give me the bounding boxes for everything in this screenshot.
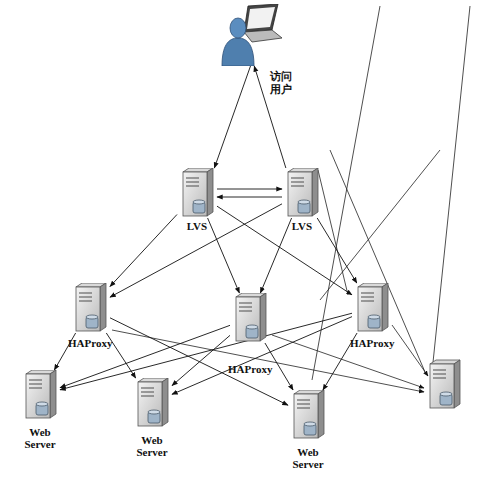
server-label: Web Server: [286, 446, 330, 470]
extra-lines: [112, 6, 470, 392]
server-label: LVS: [280, 220, 324, 232]
connector-arrow: [217, 206, 352, 295]
server-icon: [430, 360, 460, 408]
server-icon: [282, 168, 322, 218]
user-label: 访问 用户: [270, 70, 296, 96]
server-icon: [132, 378, 172, 428]
wire-line: [272, 335, 424, 388]
server-node: LVS: [167, 168, 227, 232]
wire-line: [318, 170, 348, 295]
user-icon: [218, 4, 288, 66]
connector-arrow: [214, 66, 250, 168]
server-node: Web Server: [278, 390, 338, 470]
server-node: LVS: [272, 168, 332, 232]
server-label: HAProxy: [228, 363, 272, 375]
wire-line: [392, 325, 428, 376]
server-node: HAProxy: [342, 283, 402, 349]
connector-arrow: [317, 218, 357, 283]
server-icon: [177, 168, 217, 218]
server-icon: [20, 370, 60, 420]
server-node: HAProxy: [60, 283, 120, 349]
connector-arrow: [60, 325, 230, 387]
wire-line: [320, 150, 440, 300]
server-label: Web Server: [130, 434, 174, 458]
server-icon: [352, 283, 392, 333]
connector-arrow: [110, 204, 282, 297]
server-label: HAProxy: [350, 337, 394, 349]
server-icon: [70, 283, 110, 333]
server-node: HAProxy: [220, 293, 280, 375]
server-icon: [288, 390, 328, 440]
wire-line: [312, 6, 380, 380]
connector-arrow: [260, 218, 291, 293]
connector-arrow: [172, 335, 230, 385]
server-node: Web Server: [122, 378, 182, 458]
wire-line: [330, 150, 425, 372]
server-node: Web Server: [10, 370, 70, 450]
user-node: 访问 用户: [218, 4, 308, 66]
connector-arrow: [110, 214, 177, 286]
server-label: Web Server: [18, 426, 62, 450]
connector-arrow: [217, 189, 282, 190]
connector-arrow: [217, 197, 282, 198]
server-icon: [230, 293, 270, 343]
wire-line: [432, 6, 470, 372]
server-label: LVS: [175, 220, 219, 232]
server-label: HAProxy: [68, 337, 112, 349]
